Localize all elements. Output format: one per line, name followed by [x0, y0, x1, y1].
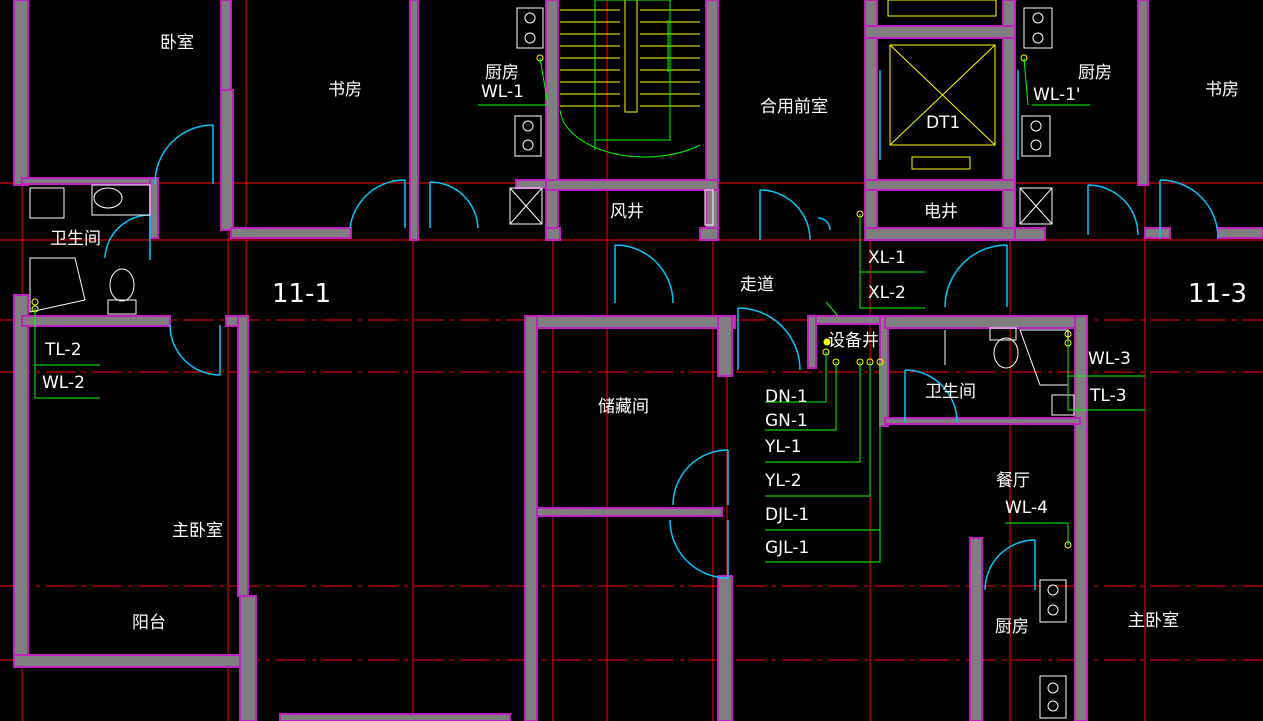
pipe-label-tl3: TL-3 [1089, 386, 1127, 406]
unit-label-left: 11-1 [272, 279, 331, 309]
elevator-label: DT1 [926, 113, 960, 133]
unit-label-right: 11-3 [1188, 279, 1247, 309]
pipe-label-gn1: GN-1 [765, 411, 808, 431]
pipe-label-tl2: TL-2 [44, 340, 82, 360]
room-label-shared-lobby: 合用前室 [760, 97, 828, 117]
room-label-study-right: 书房 [1205, 80, 1239, 100]
room-label-elec-shaft: 电井 [924, 202, 958, 222]
room-label-air-shaft: 风井 [610, 202, 644, 222]
pipe-label-wl2: WL-2 [42, 373, 85, 393]
pipe-label-dn1: DN-1 [765, 387, 808, 407]
pipe-label-wl1-prime: WL-1' [1033, 85, 1081, 105]
room-label-bathroom-right: 卫生间 [925, 382, 976, 402]
room-label-kitchen-left: 厨房 [485, 63, 519, 83]
room-label-balcony: 阳台 [132, 613, 166, 633]
room-label-study-left: 书房 [328, 80, 362, 100]
pipe-label-yl1: YL-1 [764, 437, 802, 457]
stair-treads [560, 0, 700, 113]
room-label-bedroom: 卧室 [160, 33, 194, 53]
room-label-kitchen-right: 厨房 [1078, 63, 1112, 83]
room-label-storage: 储藏间 [598, 397, 649, 417]
walls [13, 0, 1263, 721]
kitchen-appliances [509, 7, 1067, 719]
pipe-label-wl4: WL-4 [1005, 498, 1048, 518]
room-label-bathroom-left: 卫生间 [50, 229, 101, 249]
room-label-master-bedroom-right: 主卧室 [1128, 611, 1179, 631]
room-label-master-bedroom-left: 主卧室 [172, 521, 223, 541]
pipe-label-xl2: XL-2 [868, 283, 906, 303]
room-labels: 卧室 书房 厨房 合用前室 厨房 书房 卫生间 风井 电井 走道 设备井 储藏间… [50, 33, 1247, 637]
stair-arrow [559, 0, 701, 158]
room-label-corridor: 走道 [740, 275, 774, 295]
pipe-label-djl1: DJL-1 [765, 505, 809, 525]
elevator [887, 0, 997, 170]
room-label-equipment-shaft: 设备井 [828, 331, 879, 351]
pipe-labels: WL-1 WL-1' XL-1 XL-2 TL-2 WL-2 WL-3 TL-3… [42, 82, 1131, 558]
pipe-label-xl1: XL-1 [868, 248, 906, 268]
leader-lines [34, 57, 1145, 563]
room-label-dining: 餐厅 [996, 471, 1030, 491]
room-label-kitchen-bottom: 厨房 [995, 617, 1029, 637]
pipe-label-wl1: WL-1 [481, 82, 524, 102]
pipe-label-yl2: YL-2 [764, 471, 802, 491]
pipe-label-gjl1: GJL-1 [765, 538, 809, 558]
pipe-label-wl3: WL-3 [1088, 349, 1131, 369]
doors [104, 70, 1219, 591]
